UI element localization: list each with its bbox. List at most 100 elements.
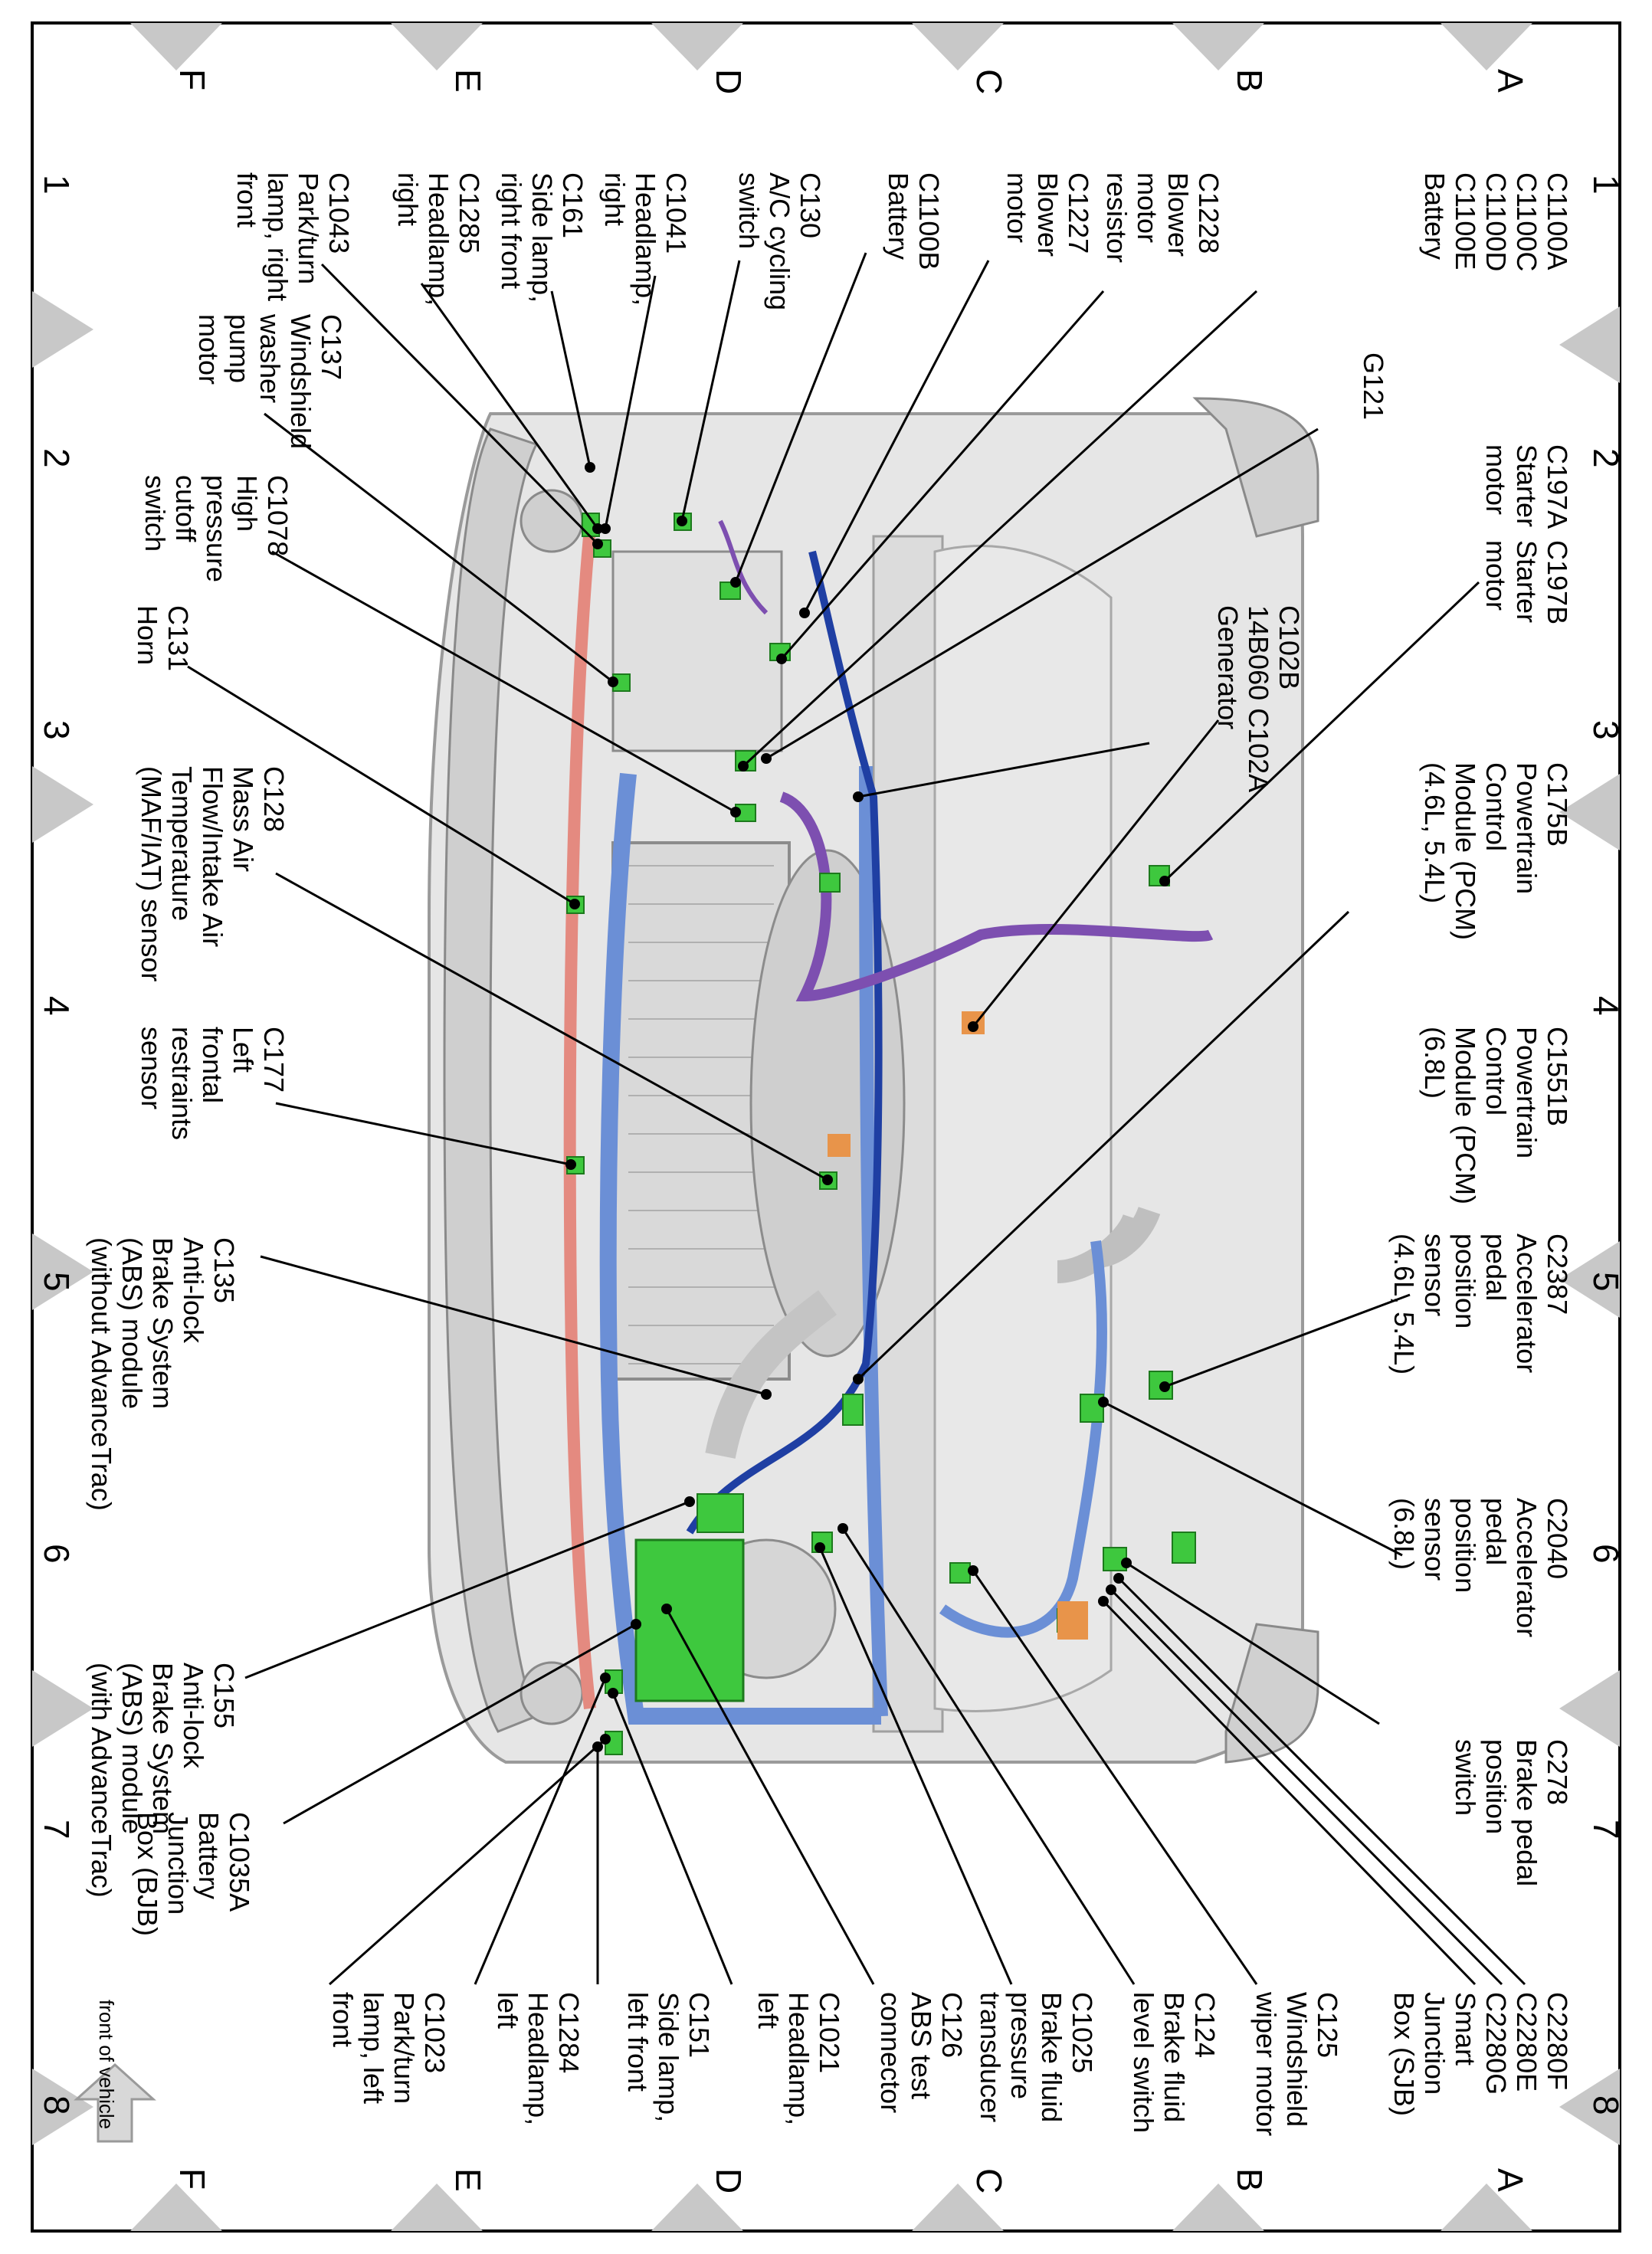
right-fender bbox=[1192, 397, 1319, 538]
callout-c2280-line-4: Junction bbox=[1419, 1992, 1450, 2095]
callout-c1021-line-2: left bbox=[752, 1992, 784, 2029]
grid-right-2: 2 bbox=[1586, 448, 1626, 468]
callout-c1078-line-3: cutoff bbox=[170, 475, 202, 542]
callout-c161-line-2: right front bbox=[496, 172, 527, 289]
grid-top-f: F bbox=[172, 69, 212, 90]
callout-c1284-line-1: Headlamp, bbox=[523, 1992, 554, 2125]
callout-c128-line-2: Flow/Intake Air bbox=[197, 766, 228, 947]
callout-c2040-line-4: sensor bbox=[1419, 1498, 1450, 1581]
callout-c1551b-line-0: C1551B bbox=[1542, 1027, 1573, 1126]
callout-c1035a-line-0: C1035A bbox=[224, 1812, 255, 1912]
callout-c102-line-2: Generator bbox=[1212, 605, 1244, 729]
grid-top-e: E bbox=[448, 69, 488, 93]
grid-left-6: 6 bbox=[37, 1544, 77, 1564]
grid-right-6: 6 bbox=[1586, 1544, 1626, 1564]
callout-c126-line-2: connector bbox=[875, 1992, 906, 2113]
callout-c137-line-2: washer bbox=[254, 313, 286, 403]
harness-blue-front bbox=[599, 772, 881, 1725]
callout-labels: C1100AC1100CC1100DC1100EBatteryC1228Blow… bbox=[86, 172, 1573, 2136]
grid-right-1: 1 bbox=[1586, 175, 1626, 195]
callout-c137-line-3: pump bbox=[224, 314, 255, 383]
callout-c131-line-1: Horn bbox=[132, 605, 163, 665]
callout-c1025-line-1: Brake fluid bbox=[1036, 1992, 1067, 2122]
callout-c1100-line-2: C1100D bbox=[1480, 172, 1512, 271]
callout-c128-line-3: Temperature bbox=[166, 766, 198, 921]
harness-dark-blue bbox=[686, 550, 883, 1535]
callout-c1284-line-2: left bbox=[492, 1992, 523, 2029]
callout-c177-line-3: restraints bbox=[166, 1027, 198, 1140]
callout-c135-line-3: (ABS) module bbox=[116, 1237, 148, 1409]
callout-c1227-line-2: motor bbox=[1001, 172, 1033, 243]
callout-c197a-line-2: motor bbox=[1480, 444, 1512, 515]
callout-c155-line-0: C155 bbox=[208, 1663, 240, 1728]
callout-c197a-line-1: Starter bbox=[1511, 444, 1542, 527]
callout-c1228-line-3: resistor bbox=[1101, 172, 1132, 263]
callout-c175b-line-3: Module (PCM) bbox=[1450, 762, 1481, 940]
callout-c2280-line-1: C2280E bbox=[1511, 1992, 1542, 2092]
callout-c130-line-2: switch bbox=[733, 172, 765, 249]
grid-right-4: 4 bbox=[1586, 996, 1626, 1016]
callout-c2280-line-0: C2280F bbox=[1542, 1992, 1573, 2090]
harness-red bbox=[563, 528, 596, 1709]
callout-c177-line-4: sensor bbox=[136, 1027, 167, 1109]
callout-c128-line-4: (MAF/IAT) sensor bbox=[136, 766, 167, 981]
callout-c1551b-line-4: (6.8L) bbox=[1419, 1027, 1450, 1099]
grid-left-4: 4 bbox=[37, 996, 77, 1016]
callout-c2280-line-5: Box (SJB) bbox=[1388, 1992, 1420, 2116]
callout-c1228-line-0: C1228 bbox=[1193, 172, 1224, 254]
callout-g121-line-0: G121 bbox=[1358, 352, 1389, 420]
callout-c1100-line-3: C1100E bbox=[1450, 172, 1481, 270]
callout-c155-line-4: (with AdvanceTrac) bbox=[86, 1663, 117, 1898]
callout-c1021-line-0: C1021 bbox=[814, 1992, 845, 2073]
callout-c2040-line-3: position bbox=[1450, 1498, 1481, 1593]
grid-left-5: 5 bbox=[37, 1272, 77, 1292]
callout-c197a-line-0: C197A bbox=[1542, 444, 1573, 529]
front-bumper bbox=[443, 428, 539, 1733]
callout-c128-line-0: C128 bbox=[258, 766, 290, 832]
front-arrow-icon bbox=[74, 2062, 156, 2143]
callout-c1041-line-0: C1041 bbox=[660, 172, 692, 254]
callout-c1227-line-1: Blower bbox=[1032, 172, 1064, 257]
callout-c1023-line-3: front bbox=[327, 1992, 359, 2047]
callout-c1035a-line-1: Battery bbox=[193, 1812, 225, 1899]
callout-c1285-line-0: C1285 bbox=[454, 172, 485, 254]
callout-c2387-line-5: (4.6L, 5.4L) bbox=[1388, 1233, 1420, 1374]
callout-c161-line-1: Side lamp, bbox=[526, 172, 558, 303]
front-of-vehicle-indicator: front of vehicle bbox=[74, 2000, 156, 2143]
vehicle-front-end-drawing bbox=[428, 397, 1319, 1764]
callout-c1078-line-2: pressure bbox=[201, 475, 232, 582]
grid-bottom-c: C bbox=[969, 2168, 1009, 2193]
grid-left-1: 1 bbox=[37, 175, 77, 195]
grid-bottom-d: D bbox=[709, 2168, 749, 2193]
grid-right-7: 7 bbox=[1586, 1820, 1626, 1840]
callout-c1100-line-0: C1100A bbox=[1542, 172, 1573, 270]
callout-c124-line-1: Brake fluid bbox=[1159, 1992, 1190, 2122]
callout-c135-line-2: Brake System bbox=[147, 1237, 179, 1409]
callout-c126-line-1: ABS test bbox=[906, 1992, 937, 2099]
grid-top-d: D bbox=[709, 69, 749, 94]
callout-c197b-line-1: Starter bbox=[1511, 540, 1542, 623]
pipe-upper-2 bbox=[1056, 1214, 1146, 1283]
harness-blue-cowl bbox=[859, 765, 888, 1717]
callout-c1078-line-0: C1078 bbox=[262, 475, 293, 556]
callout-c175b-line-2: Control bbox=[1480, 762, 1512, 851]
callout-c1043-line-3: front bbox=[231, 172, 263, 228]
callout-c137-line-0: C137 bbox=[316, 314, 347, 380]
callout-c177-line-0: C177 bbox=[258, 1027, 290, 1093]
callout-c2280-line-3: Smart bbox=[1450, 1992, 1481, 2066]
grid-top-c: C bbox=[969, 69, 1009, 94]
orange-connector-sjb bbox=[1057, 1601, 1088, 1640]
callout-c177-line-2: frontal bbox=[197, 1027, 228, 1103]
callout-c1043-line-0: C1043 bbox=[323, 172, 355, 254]
callout-c2387-line-1: Accelerator bbox=[1511, 1233, 1542, 1373]
callout-c126-line-0: C126 bbox=[936, 1992, 968, 2058]
callout-c124-line-0: C124 bbox=[1189, 1992, 1221, 2058]
callout-c1043-line-1: Park/turn bbox=[293, 172, 324, 284]
callout-c175b-line-1: Powertrain bbox=[1511, 762, 1542, 894]
grid-left-3: 3 bbox=[37, 720, 77, 740]
grid-bottom-b: B bbox=[1230, 2168, 1270, 2192]
callout-c197b-line-2: motor bbox=[1480, 540, 1512, 611]
callout-c151-line-2: left front bbox=[622, 1992, 654, 2092]
callout-c2387-line-4: sensor bbox=[1419, 1233, 1450, 1316]
callout-c1021-line-1: Headlamp, bbox=[783, 1992, 815, 2125]
